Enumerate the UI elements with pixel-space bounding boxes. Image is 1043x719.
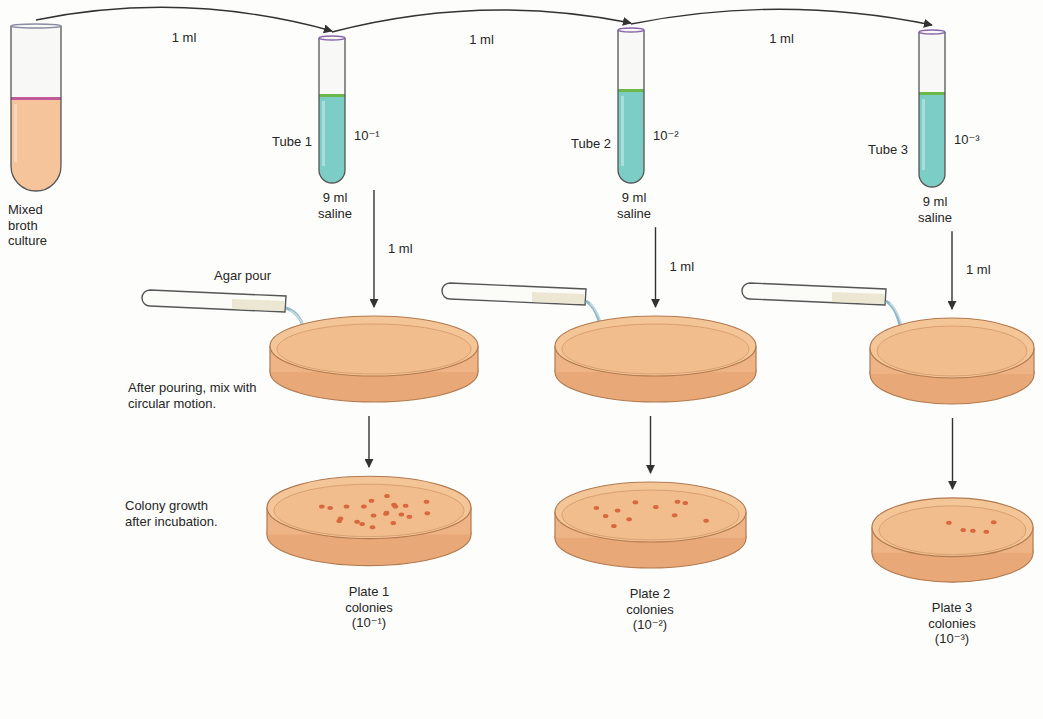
flow-arrow	[655, 227, 656, 307]
node-text: Tube 1	[272, 134, 312, 150]
petri-dish-shape	[553, 310, 758, 410]
incubated-plate: Colony growth after incubation.Plate 1 c…	[265, 470, 473, 574]
flow-arrow	[650, 416, 651, 473]
test-tube-shape	[918, 30, 946, 188]
volume-label: 1 ml	[386, 241, 415, 257]
volume-label: 1 ml	[668, 259, 697, 275]
node-text: 9 ml saline	[912, 194, 958, 225]
node-text: Mixed broth culture	[8, 202, 68, 249]
node-text: 10⁻²	[653, 128, 693, 144]
node-text: Plate 3 colonies (10⁻³)	[912, 600, 992, 647]
illustration-label: Agar pour	[214, 268, 271, 284]
dilution-tube: Tube 210⁻²9 ml saline	[617, 28, 645, 184]
flow-arrow	[951, 231, 952, 309]
petri-dish-shape	[268, 310, 480, 410]
node-text: Colony growth after incubation.	[125, 498, 235, 529]
dilution-tube: Tube 310⁻³9 ml saline	[918, 30, 946, 188]
test-tube-shape	[617, 28, 645, 184]
petri-dish-shape	[553, 476, 748, 576]
test-tube-shape	[10, 24, 62, 192]
poured-plate	[868, 312, 1036, 412]
node-text: Tube 3	[868, 142, 908, 158]
transfer-arc	[332, 10, 631, 32]
node-text: 9 ml saline	[611, 190, 657, 221]
petri-dish-shape	[868, 312, 1036, 412]
node-text: 10⁻¹	[354, 128, 394, 144]
node-text: After pouring, mix with circular motion.	[128, 380, 258, 411]
incubated-plate: Plate 2 colonies (10⁻²)	[553, 476, 748, 576]
agar-pour-tube	[742, 283, 905, 338]
poured-plate: After pouring, mix with circular motion.	[268, 310, 480, 410]
node-text: Plate 1 colonies (10⁻¹)	[329, 584, 409, 631]
node-text: Tube 2	[571, 136, 611, 152]
volume-label: 1 ml	[964, 262, 993, 278]
broth-culture-tube: Mixed broth culture	[10, 24, 62, 192]
transfer-arc	[631, 9, 932, 25]
node-text: 10⁻³	[954, 132, 994, 148]
petri-dish-shape	[265, 470, 473, 574]
test-tube-shape	[318, 36, 346, 184]
volume-label: 1 ml	[467, 32, 496, 48]
agar-pour-tube	[142, 290, 309, 336]
flow-arrow	[952, 418, 953, 489]
petri-dish-shape	[870, 492, 1035, 590]
flow-arrow	[373, 190, 374, 307]
volume-label: 1 ml	[767, 31, 796, 47]
poured-plate	[553, 310, 758, 410]
volume-label: 1 ml	[170, 30, 199, 46]
node-text: 9 ml saline	[312, 190, 358, 221]
incubated-plate: Plate 3 colonies (10⁻³)	[870, 492, 1035, 590]
dilution-tube: Tube 110⁻¹9 ml saline	[318, 36, 346, 184]
node-text: Plate 2 colonies (10⁻²)	[610, 586, 690, 633]
flow-arrow	[368, 416, 369, 467]
transfer-arc	[36, 7, 332, 31]
